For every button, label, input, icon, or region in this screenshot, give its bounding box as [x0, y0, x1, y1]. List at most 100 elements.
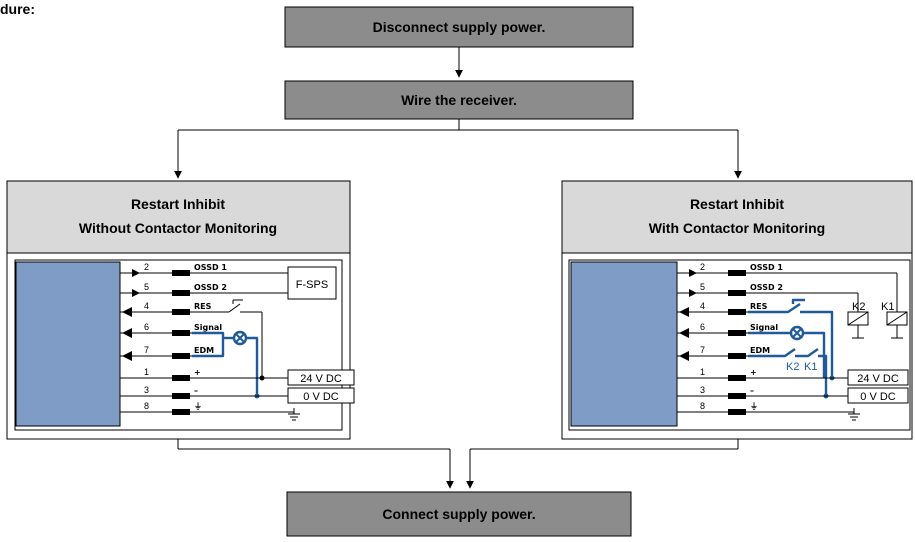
pin-number: 6 — [144, 322, 149, 332]
right-pin-row: 6 Signal — [677, 322, 778, 338]
left-pin-row: 3– — [120, 385, 198, 399]
output-arrow-icon — [689, 269, 697, 277]
right-pin-row: 1+ — [677, 367, 757, 381]
pin-signal-label: Signal — [750, 323, 778, 332]
k1-coil-label: K1 — [881, 301, 894, 313]
input-arrow-icon — [679, 351, 689, 361]
step-connect-label: Connect supply power. — [382, 506, 535, 522]
pin-number: 5 — [700, 282, 705, 292]
pin-signal-label: EDM — [750, 346, 770, 355]
step-connect: Connect supply power. — [286, 491, 632, 537]
right-pin-row: 5 OSSD 2 — [677, 282, 783, 297]
pin-number: 4 — [144, 301, 149, 311]
connector-pin-icon — [172, 330, 190, 336]
left-pin-row: 4 RES — [120, 301, 212, 317]
pin-signal-label: Signal — [194, 323, 222, 332]
pin-signal-label: OSSD 2 — [750, 283, 783, 292]
connector-pin-icon — [172, 353, 190, 359]
input-arrow-icon — [122, 328, 132, 338]
pin-number: 8 — [144, 401, 149, 411]
right-ground-icon — [848, 408, 860, 421]
pin-signal-label: + — [194, 368, 201, 377]
fsps-label: F-SPS — [296, 279, 328, 291]
edm-k2-label: K2 — [786, 361, 799, 373]
left-rail-24v: 24 V DC — [300, 373, 342, 385]
connector-pin-icon — [728, 270, 746, 276]
left-pin-row: 8⏚ — [120, 401, 202, 415]
pin-number: 6 — [700, 322, 705, 332]
connector-pin-icon — [728, 290, 746, 296]
input-arrow-icon — [122, 307, 132, 317]
pin-signal-label: ⏚ — [750, 402, 758, 411]
pin-signal-label: OSSD 1 — [750, 263, 783, 272]
right-pin-row: 3– — [677, 385, 754, 399]
left-receiver-block — [15, 261, 121, 427]
pin-signal-label: RES — [750, 302, 768, 311]
pin-signal-label: EDM — [194, 346, 214, 355]
connector-pin-icon — [728, 330, 746, 336]
right-receiver-block — [570, 261, 678, 427]
input-arrow-icon — [679, 328, 689, 338]
pin-number: 4 — [700, 301, 705, 311]
right-pin-row: 8⏚ — [677, 401, 758, 415]
merge-connector — [177, 439, 739, 489]
pin-signal-label: OSSD 2 — [194, 283, 227, 292]
output-arrow-icon — [132, 269, 140, 277]
right-pin-row: 4 RES — [677, 301, 768, 317]
right-rail-0v: 0 V DC — [860, 391, 896, 403]
output-arrow-icon — [132, 289, 140, 297]
pin-number: 1 — [144, 367, 149, 377]
input-arrow-icon — [122, 351, 132, 361]
pin-number: 3 — [700, 385, 705, 395]
left-pin-row: 6 Signal — [120, 322, 222, 338]
left-pin-row: 7 EDM — [120, 345, 214, 361]
right-pin-row: 2 OSSD 1 — [677, 262, 783, 277]
right-rail-24v: 24 V DC — [857, 373, 899, 385]
step-disconnect: Disconnect supply power. — [284, 6, 634, 48]
connector-pin-icon — [728, 309, 746, 315]
connector-pin-icon — [172, 375, 190, 381]
right-title-line1: Restart Inhibit — [690, 196, 784, 212]
left-ground-icon — [288, 408, 300, 421]
pin-signal-label: RES — [194, 302, 212, 311]
right-panel: Restart Inhibit With Contactor Monitorin… — [561, 180, 913, 440]
pin-signal-label: – — [750, 386, 754, 395]
pin-signal-label: + — [750, 368, 757, 377]
right-title-line2: With Contactor Monitoring — [649, 220, 825, 236]
branch-connector — [174, 119, 742, 179]
k1-coil — [886, 311, 908, 339]
connector-pin-icon — [172, 393, 190, 399]
k2-coil-label: K2 — [852, 301, 865, 313]
left-title-line1: Restart Inhibit — [131, 196, 225, 212]
pin-signal-label: OSSD 1 — [194, 263, 227, 272]
pin-number: 2 — [700, 262, 705, 272]
connector-pin-icon — [728, 375, 746, 381]
pin-number: 5 — [144, 282, 149, 292]
pin-number: 7 — [144, 345, 149, 355]
pin-number: 8 — [700, 401, 705, 411]
left-title-line2: Without Contactor Monitoring — [79, 220, 277, 236]
input-arrow-icon — [679, 307, 689, 317]
connector-pin-icon — [728, 393, 746, 399]
step-disconnect-label: Disconnect supply power. — [373, 19, 546, 35]
pin-number: 3 — [144, 385, 149, 395]
left-panel: Restart Inhibit Without Contactor Monito… — [6, 180, 355, 440]
connector-pin-icon — [728, 353, 746, 359]
connector-pin-icon — [728, 409, 746, 415]
pin-number: 2 — [144, 262, 149, 272]
k2-coil — [847, 311, 869, 339]
connector-pin-icon — [172, 309, 190, 315]
connector-pin-icon — [172, 409, 190, 415]
pin-signal-label: – — [194, 386, 198, 395]
step-wire: Wire the receiver. — [284, 80, 634, 120]
left-pin-row: 5 OSSD 2 — [120, 282, 227, 297]
connector-pin-icon — [172, 290, 190, 296]
fsps-box — [287, 266, 337, 300]
header-fragment: dure: — [0, 1, 35, 17]
connector-pin-icon — [172, 270, 190, 276]
output-arrow-icon — [689, 289, 697, 297]
